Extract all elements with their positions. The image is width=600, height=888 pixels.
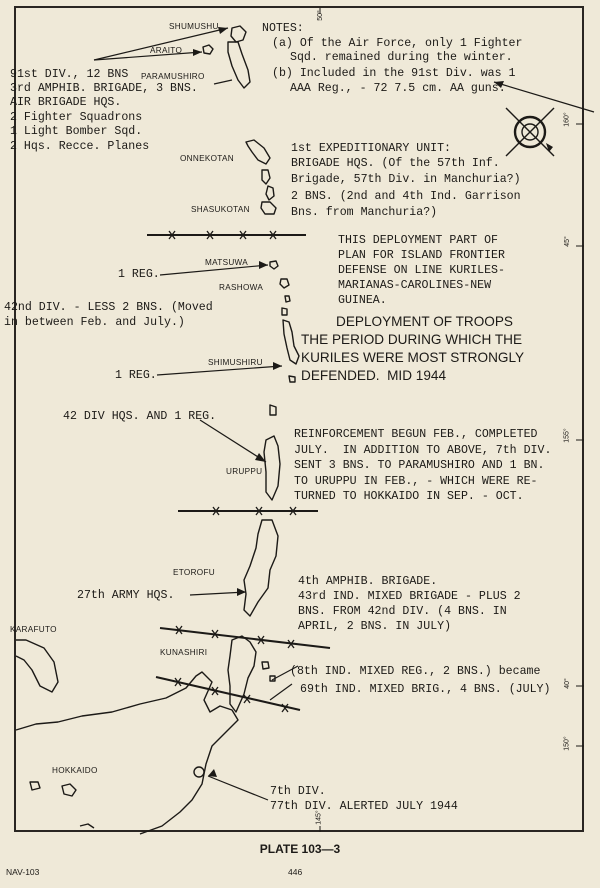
deg-150: 150° — [563, 736, 571, 751]
para-line3: AIR BRIGADE HQS. — [10, 96, 122, 109]
exp-line2: BRIGADE HQS. (Of the 57th Inf. — [291, 157, 500, 170]
notes-title: NOTES: — [262, 22, 304, 35]
title-line4: DEFENDED. MID 1944 — [301, 368, 447, 383]
para-line4: 2 Fighter Squadrons — [10, 111, 143, 124]
label-shumushu: SHUMUSHU — [169, 22, 219, 31]
hok-line2: 77th DIV. ALERTED JULY 1944 — [270, 800, 458, 813]
hokkaido-hq-marker — [193, 766, 205, 778]
etorofu-island — [243, 519, 279, 617]
note-b: (b) Included in the 91st Div. was 1 — [272, 67, 516, 80]
reinf-line5: TURNED TO HOKKAIDO IN SEP. - OCT. — [294, 490, 524, 503]
plan-line5: GUINEA. — [338, 294, 387, 307]
shasukotan-island — [260, 201, 277, 215]
note-a-cont: Sqd. remained during the winter. — [290, 51, 513, 64]
shumushu-island — [230, 25, 247, 43]
title-line2: THE PERIOD DURING WHICH THE — [301, 332, 523, 347]
plan-line3: DEFENSE ON LINE KURILES- — [338, 264, 505, 277]
label-araito: ARAITO — [150, 46, 183, 55]
title-line3: KURILES WERE MOST STRONGLY — [301, 350, 525, 365]
deg-160: 160° — [563, 112, 571, 127]
reinf-line3: SENT 3 BNS. TO PARAMUSHIRO AND 1 BN. — [294, 459, 545, 472]
para-line5: 1 Light Bomber Sqd. — [10, 125, 143, 138]
para-line6: 2 Hqs. Recce. Planes — [10, 140, 150, 153]
title-line1: DEPLOYMENT OF TROOPS — [336, 314, 514, 329]
label-shimushiru: SHIMUSHIRU — [208, 358, 263, 367]
footer-page: 446 — [288, 867, 303, 877]
etorofu-line3: BNS. FROM 42nd DIV. (4 BNS. IN — [298, 605, 507, 618]
frontier-lines — [147, 234, 331, 711]
kuna-line2: 69th IND. MIXED BRIG., 4 BNS. (JULY) — [300, 683, 551, 696]
label-karafuto: KARAFUTO — [10, 625, 57, 634]
plan-line4: MARIANAS-CAROLINES-NEW — [338, 279, 492, 292]
label-rashowa: RASHOWA — [219, 283, 264, 292]
note-a: (a) Of the Air Force, only 1 Fighter — [272, 37, 523, 50]
div42-hqs: 42 DIV HQS. AND 1 REG. — [63, 410, 217, 423]
deg-155: 155° — [563, 428, 571, 443]
paramushiro-island — [227, 41, 251, 89]
deg-bottom: 145° — [315, 810, 323, 825]
label-onnekotan: ONNEKOTAN — [180, 154, 234, 163]
shimushiru-island — [282, 319, 300, 365]
kuna-line1: (8th IND. MIXED REG., 2 BNS.) became — [290, 665, 541, 678]
label-etorofu: ETOROFU — [173, 568, 215, 577]
rashowa-island — [279, 278, 290, 289]
karafuto-coast — [15, 639, 59, 693]
map-frame — [14, 6, 584, 832]
etorofu-line4: APRIL, 2 BNS. IN JULY) — [298, 620, 452, 633]
exp-line5: Bns. from Manchuria?) — [291, 206, 438, 219]
compass-rose — [505, 107, 555, 157]
hok-line1: 7th DIV. — [270, 785, 326, 798]
div42-line2: in between Feb. and July.) — [4, 316, 185, 329]
deg-45: 45° — [563, 236, 571, 247]
exp-line1: 1st EXPEDITIONARY UNIT: — [291, 142, 452, 155]
etorofu-line2: 43rd IND. MIXED BRIGADE - PLUS 2 — [298, 590, 521, 603]
matsuwa-reg: 1 REG. — [118, 268, 160, 281]
plate-caption: PLATE 103—3 — [259, 842, 341, 856]
shimushiru-reg: 1 REG. — [115, 369, 157, 382]
label-shasukotan: SHASUKOTAN — [191, 205, 250, 214]
note-b-cont: AAA Reg., - 72 7.5 cm. AA guns. — [290, 82, 506, 95]
exp-line4: 2 BNS. (2nd and 4th Ind. Garrison — [291, 190, 521, 203]
deg-top: 50° — [316, 10, 324, 21]
reinf-line2: JULY. IN ADDITION TO ABOVE, 7th DIV. — [294, 444, 552, 457]
graticule-ticks — [319, 8, 584, 832]
army-hqs: 27th ARMY HQS. — [77, 589, 175, 602]
label-hokkaido: HOKKAIDO — [52, 766, 98, 775]
kunashiri-island — [227, 635, 257, 713]
deg-40: 40° — [563, 678, 571, 689]
exp-line3: Brigade, 57th Div. in Manchuria?) — [291, 173, 521, 186]
reinf-line4: TO URUPPU IN FEB., - WHICH WERE RE- — [294, 475, 538, 488]
label-paramushiro: PARAMUSHIRO — [141, 72, 205, 81]
uruppu-island — [263, 435, 281, 501]
frontier-ticks — [168, 230, 297, 713]
reinf-line1: REINFORCEMENT BEGUN FEB., COMPLETED — [294, 428, 538, 441]
plan-line2: PLAN FOR ISLAND FRONTIER — [338, 249, 505, 262]
pointer-arrows — [93, 27, 595, 801]
plan-line1: THIS DEPLOYMENT PART OF — [338, 234, 499, 247]
footer-nav: NAV-103 — [6, 867, 40, 877]
arrow-heads — [193, 27, 553, 777]
label-uruppu: URUPPU — [226, 467, 263, 476]
para-line1: 91st DIV., 12 BNS — [10, 68, 129, 81]
label-kunashiri: KUNASHIRI — [160, 648, 208, 657]
etorofu-line1: 4th AMPHIB. BRIGADE. — [298, 575, 438, 588]
div42-line1: 42nd DIV. - LESS 2 BNS. (Moved — [4, 301, 213, 314]
hokkaido-coast — [15, 671, 239, 835]
label-matsuwa: MATSUWA — [205, 258, 249, 267]
matsuwa-island — [269, 260, 279, 270]
araito-island — [202, 44, 214, 55]
para-line2: 3rd AMPHIB. BRIGADE, 3 BNS. — [10, 82, 198, 95]
onnekotan-island — [245, 139, 271, 165]
